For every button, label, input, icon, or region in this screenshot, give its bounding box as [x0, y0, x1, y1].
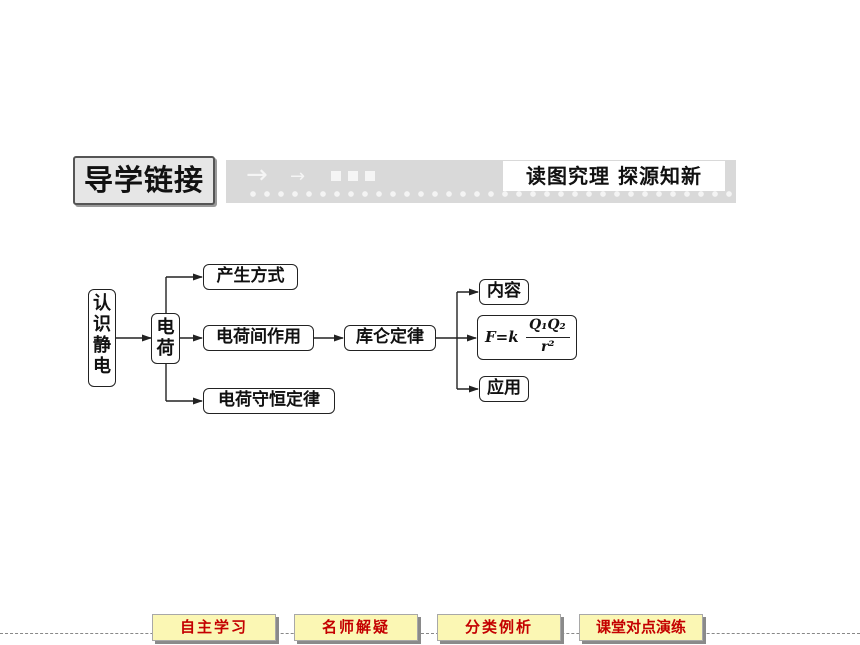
- node-charge-conservation: 电荷守恒定律: [203, 388, 335, 414]
- node-charge: 电荷: [151, 313, 180, 364]
- node-coulomb-formula: F=k Q₁Q₂ r²: [477, 315, 577, 360]
- node-generation-methods: 产生方式: [203, 264, 298, 290]
- node-recognize-static-electricity: 认识静电: [88, 289, 116, 387]
- banner-dots-decoration: [246, 189, 732, 199]
- nav-teacher-explanation-button[interactable]: 名师解疑: [294, 614, 418, 641]
- footer-divider: [0, 633, 860, 634]
- arrow-right-icon: →: [246, 160, 268, 190]
- node-charge-interaction: 电荷间作用: [203, 325, 314, 351]
- arrow-right-small-icon: →: [290, 166, 306, 187]
- square-decoration-icon: [365, 171, 375, 181]
- formula-lhs: F=k: [485, 328, 519, 346]
- banner-subtitle: 读图究理 探源知新: [503, 161, 725, 191]
- fraction-bar: [526, 337, 570, 338]
- node-label: 认识静电: [93, 293, 111, 377]
- nav-classified-examples-button[interactable]: 分类例析: [437, 614, 561, 641]
- square-decoration-icon: [348, 171, 358, 181]
- node-label: 电荷: [156, 317, 175, 359]
- square-decoration-icon: [331, 171, 341, 181]
- node-law-application: 应用: [479, 376, 529, 402]
- formula-numerator: Q₁Q₂: [529, 317, 566, 333]
- formula-denominator: r²: [541, 339, 555, 355]
- section-title-tag: 导学链接: [73, 156, 215, 205]
- node-coulombs-law: 库仑定律: [344, 325, 436, 351]
- nav-classroom-practice-button[interactable]: 课堂对点演练: [579, 614, 703, 641]
- node-law-content: 内容: [479, 279, 529, 305]
- nav-self-study-button[interactable]: 自主学习: [152, 614, 276, 641]
